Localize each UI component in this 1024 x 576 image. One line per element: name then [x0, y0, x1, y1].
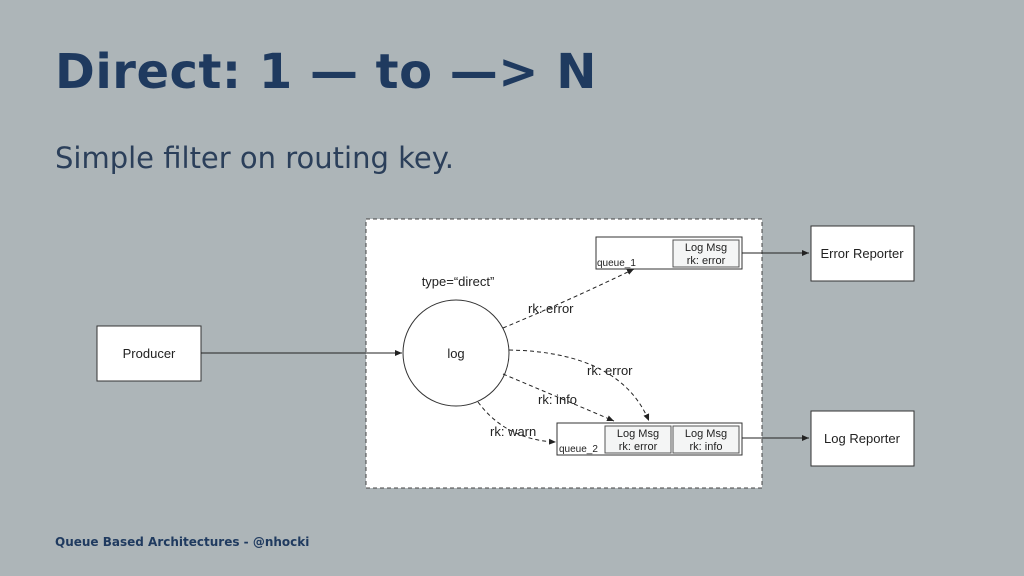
- message-line: rk: info: [689, 441, 722, 453]
- binding-label-error-queue-2: rk: error: [587, 363, 633, 378]
- binding-warn-queue-2: [477, 401, 557, 445]
- queue-2-message-2: Log Msg rk: info: [672, 425, 740, 454]
- error-reporter-node: Error Reporter: [810, 225, 915, 282]
- binding-info-queue-2: [502, 373, 615, 422]
- queue-2: queue_2 Log Msg rk: error Log Msg rk: in…: [556, 422, 743, 456]
- queue-2-message-1: Log Msg rk: error: [604, 425, 672, 454]
- log-reporter-label: Log Reporter: [824, 431, 901, 446]
- message-line: rk: error: [687, 255, 726, 267]
- slide-footer: Queue Based Architectures - @nhocki: [55, 535, 310, 549]
- message-line: Log Msg: [685, 428, 727, 440]
- binding-label-info-queue-2: rk: info: [538, 392, 577, 407]
- queue-1: queue_1 Log Msg rk: error: [595, 236, 743, 270]
- error-reporter-label: Error Reporter: [820, 246, 904, 261]
- queue-1-name: queue_1: [597, 258, 636, 269]
- queue-1-message: Log Msg rk: error: [672, 239, 740, 268]
- binding-label-error-queue-1: rk: error: [528, 301, 574, 316]
- slide-title: Direct: 1 — to —> N: [55, 44, 597, 100]
- message-line: rk: error: [619, 441, 658, 453]
- binding-label-warn-queue-2: rk: warn: [490, 424, 536, 439]
- log-reporter-node: Log Reporter: [810, 410, 915, 467]
- message-line: Log Msg: [685, 242, 727, 254]
- exchange-type-label: type=“direct”: [422, 274, 495, 289]
- binding-error-queue-2: [508, 349, 650, 422]
- producer-label: Producer: [123, 346, 176, 361]
- binding-error-queue-1: [502, 268, 635, 329]
- exchange-node: log: [402, 299, 510, 407]
- message-line: Log Msg: [617, 428, 659, 440]
- queue-2-name: queue_2: [559, 444, 598, 455]
- exchange-name: log: [447, 346, 464, 361]
- producer-node: Producer: [96, 325, 202, 382]
- slide-subtitle: Simple filter on routing key.: [55, 141, 454, 175]
